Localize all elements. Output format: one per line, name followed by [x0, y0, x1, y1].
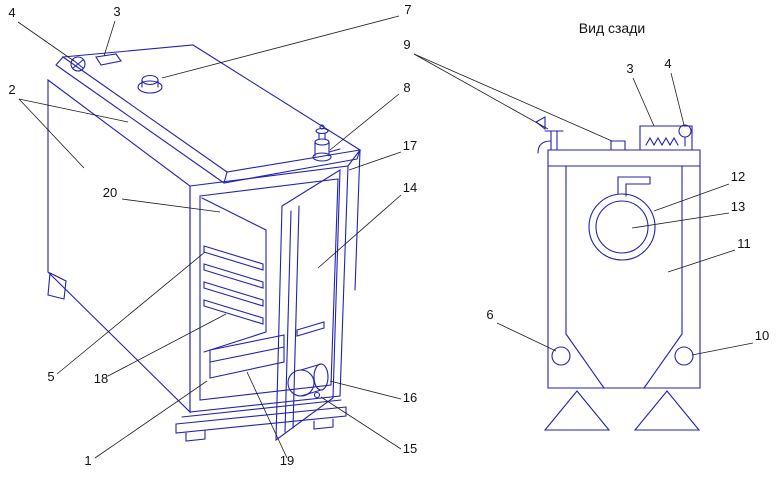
control-box	[639, 125, 693, 151]
valve-base	[312, 152, 332, 162]
leader-line	[107, 313, 227, 377]
callouts-layer: 4 3 7 9 8 17 14 2 20 5 18 1 19 16 15 3 4 12 13 11 6 10	[8, 2, 769, 468]
flue-pipe	[617, 176, 651, 197]
leader-line	[329, 380, 402, 400]
leader-line	[94, 380, 208, 459]
callout-15: 15	[403, 441, 417, 456]
body-left-face	[47, 78, 191, 414]
leader-line	[103, 20, 116, 57]
leader-line	[17, 21, 75, 62]
right-edge	[347, 149, 361, 291]
filler-cap-flange	[137, 80, 163, 94]
flue-ring-outer	[588, 193, 656, 261]
leader-line	[161, 15, 400, 79]
lid-thickness-edges	[55, 56, 361, 184]
latch-circle	[70, 56, 86, 72]
callout-10: 10	[755, 328, 769, 343]
leader-line	[632, 77, 655, 127]
control-box-spring	[645, 136, 679, 147]
door-cylinder-front	[287, 369, 315, 397]
drain-pipe-flag	[535, 116, 546, 131]
filler-cap-top	[141, 74, 159, 86]
rear-inner-walls	[565, 165, 683, 335]
support-legs	[543, 390, 701, 431]
callout-12: 12	[731, 169, 745, 184]
left-foot	[47, 272, 67, 300]
leader-line	[317, 194, 402, 269]
leader-line	[413, 53, 613, 142]
door-cylinder-bolt	[313, 391, 321, 399]
leader-line	[18, 98, 85, 169]
hinge-plate	[95, 53, 122, 66]
valve-mid	[314, 138, 330, 146]
callout-17: 17	[403, 138, 417, 153]
door-cylinder-sides	[300, 363, 322, 397]
leader-line	[18, 98, 129, 123]
callout-2: 2	[8, 82, 15, 97]
callout-14: 14	[403, 180, 417, 195]
callout-1: 1	[84, 453, 91, 468]
base-frame	[175, 399, 347, 442]
isometric-view	[47, 44, 362, 442]
callout-5: 5	[47, 369, 54, 384]
valve-knob	[319, 124, 325, 130]
leader-line	[320, 396, 402, 450]
rear-hopper	[565, 333, 683, 389]
leader-line	[670, 72, 685, 126]
filler-cap-sides	[141, 79, 159, 88]
callout-4: 4	[664, 56, 671, 71]
front-face	[189, 165, 349, 413]
callout-19: 19	[280, 453, 294, 468]
valve-stem	[318, 132, 326, 140]
interior-shelves	[203, 245, 264, 325]
callout-18: 18	[94, 371, 108, 386]
leader-line	[653, 183, 730, 212]
callout-20: 20	[103, 185, 117, 200]
valve-body	[314, 141, 341, 157]
ash-tray	[209, 334, 285, 379]
callout-4: 4	[8, 5, 15, 20]
rear-view-title: Вид сзади	[579, 20, 645, 36]
leader-line	[496, 322, 557, 352]
drain-pipe-hook	[537, 140, 552, 154]
door-handle-slot	[296, 321, 325, 337]
callout-6: 6	[486, 307, 493, 322]
leader-line	[413, 53, 549, 130]
latch-cross	[72, 59, 84, 69]
leader-line	[56, 251, 206, 375]
leader-line	[631, 212, 730, 229]
callout-8: 8	[403, 80, 410, 95]
leader-line	[246, 371, 288, 459]
leader-line	[329, 93, 400, 151]
control-valve	[678, 124, 692, 138]
door-opening-frame	[199, 178, 339, 401]
flue-ring-inner	[595, 200, 649, 254]
callout-7: 7	[404, 2, 411, 17]
leader-line	[667, 249, 736, 273]
rear-view	[535, 116, 701, 431]
interior-back-wall	[201, 197, 267, 353]
door-panel	[275, 168, 341, 442]
top-stub	[610, 140, 626, 151]
bolt-left	[551, 346, 571, 366]
leader-line	[121, 198, 221, 213]
callout-16: 16	[403, 390, 417, 405]
drain-pipe	[544, 130, 564, 151]
callout-3: 3	[113, 4, 120, 19]
callout-13: 13	[731, 199, 745, 214]
callout-3: 3	[626, 61, 633, 76]
callout-11: 11	[737, 236, 751, 251]
callout-9: 9	[403, 37, 410, 52]
door-stiffeners	[284, 205, 300, 433]
bolt-right	[674, 346, 694, 366]
leader-line	[348, 151, 402, 171]
leader-line	[691, 342, 754, 356]
